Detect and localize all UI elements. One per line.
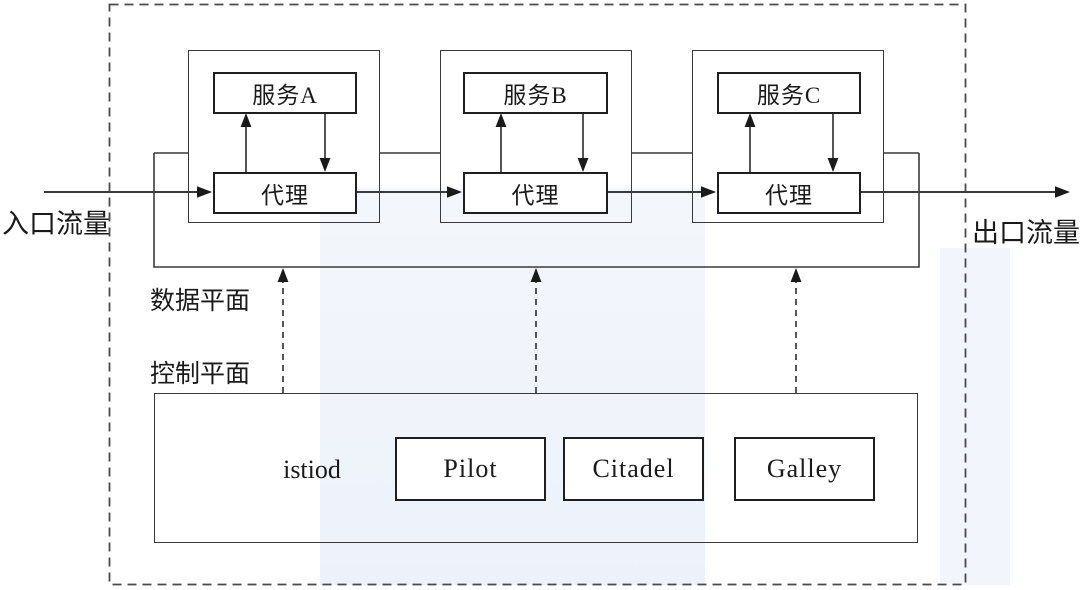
egress-traffic-label: 出口流量	[972, 218, 1080, 248]
galley-label: Galley	[766, 454, 843, 483]
arrowhead-up-icon	[744, 113, 756, 127]
proxy-c-box: 代理	[717, 172, 861, 214]
data-plane-label: 数据平面	[150, 288, 251, 315]
galley-box: Galley	[734, 437, 875, 501]
control-plane-label: 控制平面	[150, 361, 251, 388]
arrowhead-icon	[197, 186, 212, 198]
pod-group-c	[692, 50, 884, 223]
proxy-a-label: 代理	[261, 183, 309, 208]
citadel-label: Citadel	[592, 454, 675, 483]
arrowhead-up-icon	[530, 268, 542, 282]
arrowhead-up-icon	[495, 113, 507, 127]
proxy-a-box: 代理	[213, 172, 357, 214]
ingress-traffic-label: 入口流量	[2, 209, 110, 239]
arrowhead-up-icon	[277, 268, 289, 282]
control-arrowheads	[277, 268, 802, 282]
service-c-label: 服务C	[756, 83, 822, 108]
service-b-box: 服务B	[463, 72, 608, 114]
service-proxy-arrowheads	[240, 113, 839, 172]
arrowhead-icon	[1055, 186, 1070, 198]
arrowhead-down-icon	[319, 158, 331, 172]
arrowhead-up-icon	[790, 268, 802, 282]
proxy-b-label: 代理	[511, 183, 560, 208]
istiod-label: istiod	[283, 455, 341, 484]
pilot-label: Pilot	[443, 454, 498, 483]
proxy-b-box: 代理	[463, 172, 608, 214]
proxy-c-label: 代理	[765, 183, 813, 208]
control-to-data-arrows	[282, 282, 797, 393]
pod-group-a	[188, 50, 380, 223]
arrowhead-up-icon	[240, 113, 252, 127]
arrowhead-down-icon	[827, 158, 839, 172]
citadel-box: Citadel	[563, 437, 704, 501]
service-c-box: 服务C	[717, 72, 861, 114]
service-b-label: 服务B	[503, 83, 568, 108]
service-proxy-arrows	[245, 114, 834, 172]
service-a-box: 服务A	[213, 72, 357, 114]
arrowhead-down-icon	[577, 158, 589, 172]
pilot-box: Pilot	[395, 437, 546, 501]
service-a-label: 服务A	[252, 83, 318, 108]
